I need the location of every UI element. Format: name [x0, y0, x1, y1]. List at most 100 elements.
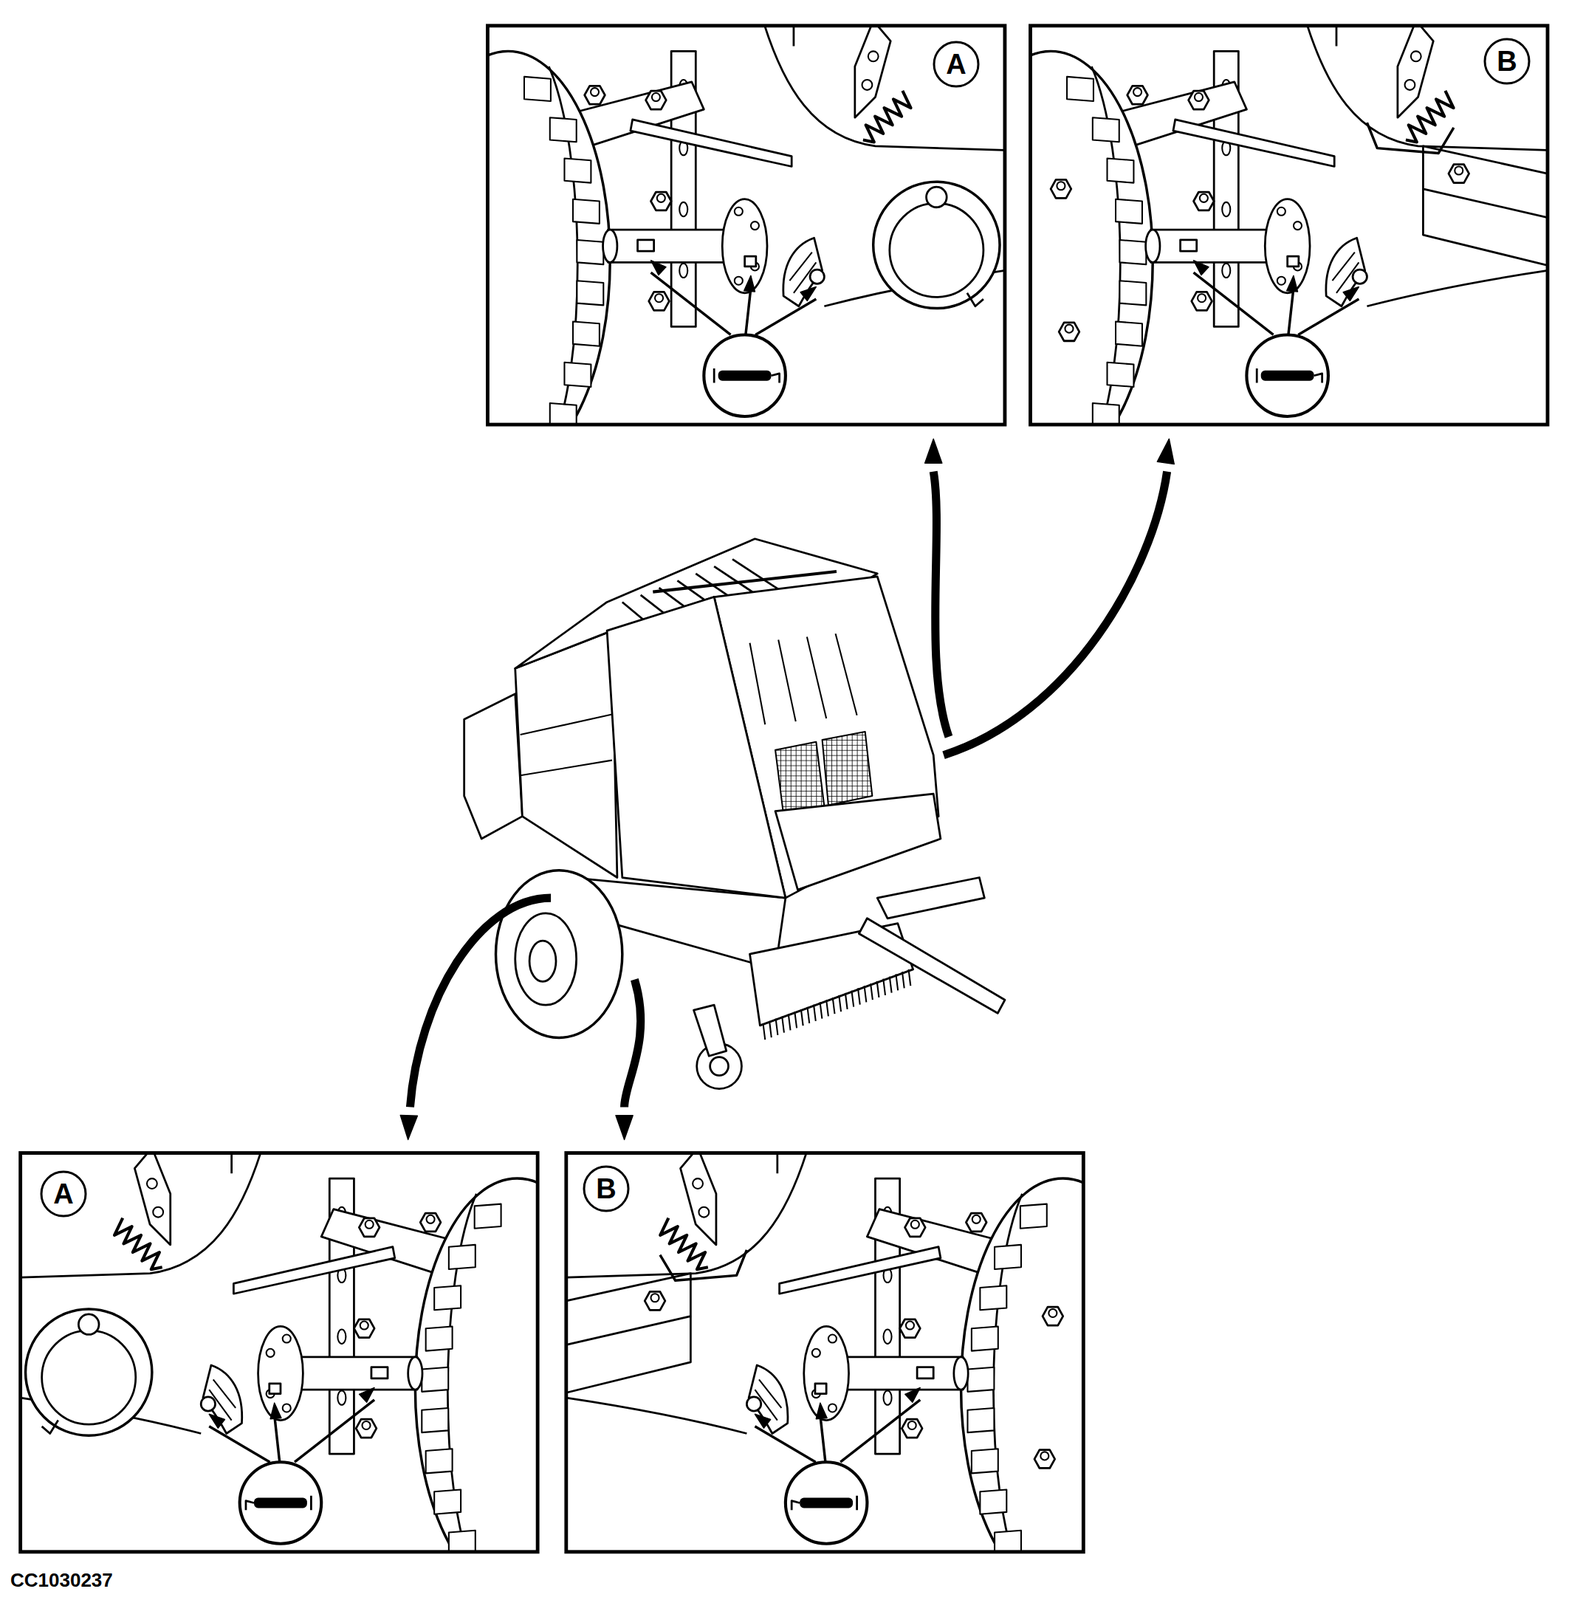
bolt-end [911, 1220, 920, 1229]
bolt-end [657, 194, 666, 203]
pickup-tine [788, 1013, 791, 1031]
grease-symbol [1193, 260, 1360, 417]
grease-gun-icon [799, 1498, 853, 1509]
hex-nut [358, 1218, 380, 1237]
housing-edge [792, 25, 796, 47]
detail-panel [406, 20, 1005, 470]
bolt-end [1040, 1451, 1049, 1460]
arrow-head [359, 1387, 376, 1403]
tread-block [524, 76, 551, 102]
symbol-circle [703, 334, 786, 417]
housing-edge [1366, 270, 1548, 306]
tire [414, 1178, 538, 1553]
leader-arrow [294, 1399, 375, 1462]
hub-cap-plug [78, 1314, 99, 1335]
pointer-arrow [943, 471, 1168, 756]
hex-nut [651, 191, 672, 211]
housing-edge [1306, 25, 1548, 151]
bolt-head [1058, 322, 1080, 342]
bolt-head [1127, 85, 1149, 105]
panel-drawing [20, 1153, 539, 1553]
tread-block [474, 1204, 502, 1229]
screen-grille [775, 742, 825, 815]
hub-cap [25, 1309, 153, 1436]
hub-cap-face [42, 1330, 136, 1425]
housing-edge [230, 1153, 233, 1174]
tire [487, 50, 610, 425]
tread-block [971, 1448, 999, 1474]
hub-cap-plug [926, 186, 948, 208]
housing-edge [566, 1397, 748, 1434]
pickup-tine [851, 990, 854, 1008]
spindle-end [408, 1357, 423, 1390]
face-slot [835, 633, 858, 716]
bolt-head [1188, 90, 1210, 110]
pickup-tine [895, 973, 898, 991]
hex-nut [900, 1319, 921, 1338]
arrow-head [905, 1387, 921, 1403]
flange-hole [828, 1334, 837, 1343]
pickup-tine [870, 983, 873, 1000]
hex-nut [649, 291, 670, 311]
arm-hole [862, 79, 873, 91]
housing-edge [1335, 25, 1338, 47]
tread-block [979, 1285, 1007, 1310]
pickup-tine [845, 993, 848, 1010]
tread-block [448, 1244, 476, 1270]
bolt-head [905, 1218, 926, 1237]
tread-block [1119, 280, 1146, 305]
hex-nut [901, 1419, 923, 1438]
arrow-head [1156, 438, 1174, 464]
flange-hole [266, 1348, 275, 1358]
arrow-head [800, 287, 816, 302]
detail-panel [566, 1148, 1166, 1598]
plate-hole [883, 1390, 892, 1405]
housing-edge [776, 1153, 779, 1174]
bolt-head [900, 1319, 921, 1338]
left-side-panel [515, 630, 618, 878]
hub-flange [722, 199, 768, 294]
tread-block [550, 403, 577, 425]
leader-arrow [1298, 299, 1359, 335]
flange-hole [734, 207, 743, 216]
bolt-end [426, 1215, 435, 1224]
grease-fitting [269, 1383, 281, 1395]
hex-nut [646, 90, 667, 110]
tread-block [1066, 76, 1094, 102]
panel-drawing [487, 25, 1005, 425]
panel-art [1030, 25, 1548, 425]
leader-arrow [208, 1426, 270, 1462]
panel-frame [1030, 25, 1548, 425]
hex-nut [1127, 85, 1149, 105]
panel-letter: A [39, 1170, 88, 1218]
bolt-end [651, 93, 661, 102]
cap-tab [42, 1420, 59, 1434]
baler-overview [400, 438, 1174, 1140]
flat-bar [1173, 119, 1335, 167]
arrow-head [270, 1402, 282, 1420]
gauge-arm [694, 1004, 727, 1056]
bolt-head [901, 1419, 923, 1438]
housing-edge [566, 1153, 808, 1279]
spring-arm [134, 1153, 170, 1245]
tread-block [994, 1244, 1022, 1270]
grease-fitting [746, 1396, 761, 1411]
square-tube [1422, 146, 1548, 266]
tread-block [967, 1408, 994, 1433]
pickup-tine [781, 1016, 785, 1033]
leader-arrow [274, 1415, 280, 1463]
hex-nut [1191, 291, 1213, 311]
leader-arrow [820, 1415, 826, 1463]
bolt-end [905, 1321, 915, 1330]
tire [1030, 50, 1153, 425]
plate-hole [337, 1329, 346, 1344]
arm-hole [152, 1207, 164, 1218]
bolt-head [353, 1319, 375, 1338]
bolt-end [365, 1220, 374, 1229]
pickup-tine [832, 997, 836, 1014]
grease-fitting [200, 1396, 215, 1411]
arm-hole [1405, 79, 1416, 91]
spindle-end [1145, 229, 1160, 263]
panel-letter: B [582, 1165, 630, 1213]
